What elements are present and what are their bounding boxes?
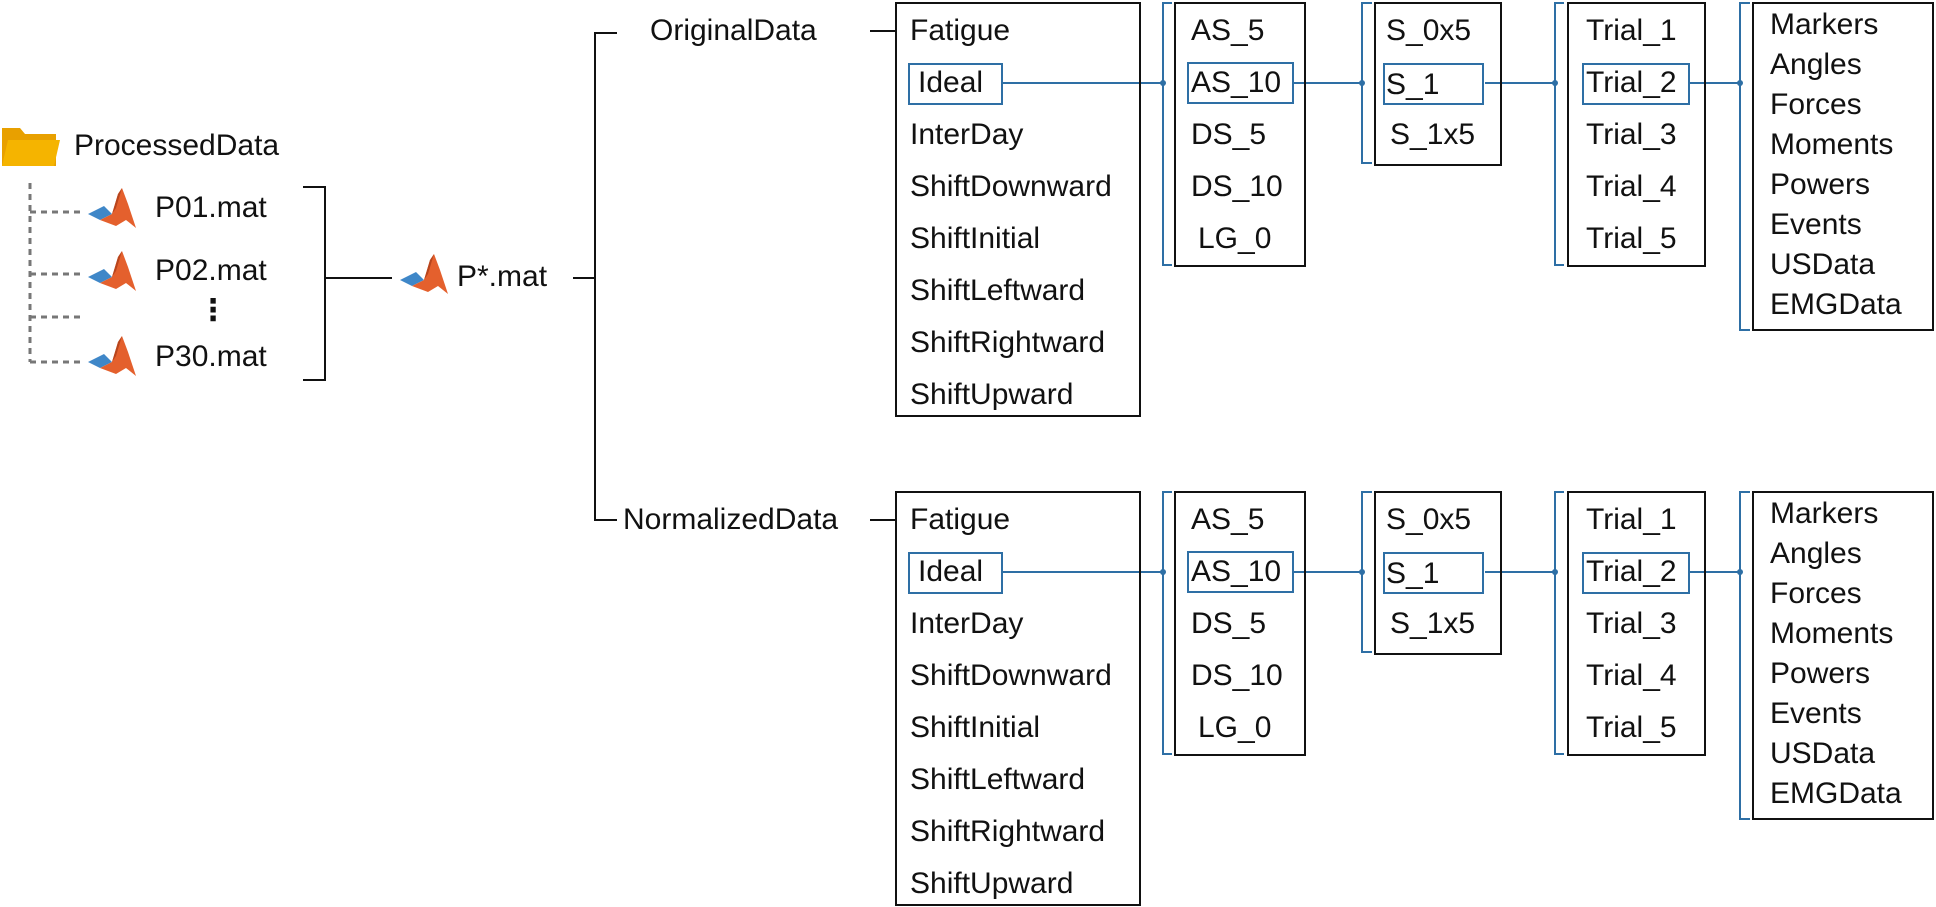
condition-item: ShiftDownward bbox=[910, 170, 1112, 203]
task-item: DS_10 bbox=[1191, 170, 1283, 203]
tasks-box-original bbox=[1174, 2, 1306, 267]
datatype-item: Moments bbox=[1770, 128, 1894, 161]
condition-item: InterDay bbox=[910, 118, 1024, 151]
file-item: P01.mat bbox=[155, 191, 267, 224]
datatypes-box-original bbox=[1752, 2, 1934, 331]
trial-item: Trial_2 bbox=[1586, 555, 1677, 588]
datatype-item: Markers bbox=[1770, 8, 1879, 41]
matlab-logo-icon bbox=[400, 254, 448, 294]
datatype-item: Forces bbox=[1770, 577, 1862, 610]
speed-highlight bbox=[1383, 552, 1484, 594]
speed-item: S_1x5 bbox=[1390, 118, 1476, 151]
file-item: P02.mat bbox=[155, 254, 267, 287]
matlab-logo-icon bbox=[88, 188, 136, 228]
condition-item: ShiftRightward bbox=[910, 326, 1106, 359]
datatype-item: Powers bbox=[1770, 168, 1871, 201]
condition-item: ShiftRightward bbox=[910, 815, 1106, 848]
condition-highlight bbox=[908, 552, 1003, 594]
trials-box-normalized bbox=[1567, 491, 1706, 756]
datatype-item: Forces bbox=[1770, 88, 1862, 121]
task-item: DS_5 bbox=[1191, 118, 1267, 151]
speed-highlight bbox=[1383, 63, 1484, 105]
trial-item: Trial_5 bbox=[1586, 711, 1677, 744]
datatype-item: Angles bbox=[1770, 48, 1862, 81]
speeds-box-normalized bbox=[1374, 491, 1502, 655]
speed-item: S_1 bbox=[1386, 557, 1440, 590]
condition-item: Ideal bbox=[918, 66, 984, 99]
datatype-item: Angles bbox=[1770, 537, 1862, 570]
datatype-item: Events bbox=[1770, 697, 1862, 730]
datatype-item: USData bbox=[1770, 248, 1876, 281]
datatype-item: EMGData bbox=[1770, 777, 1902, 810]
condition-item: Fatigue bbox=[910, 14, 1011, 47]
task-item: AS_10 bbox=[1191, 66, 1282, 99]
condition-item: Fatigue bbox=[910, 503, 1011, 536]
condition-item: ShiftInitial bbox=[910, 711, 1041, 744]
task-item: LG_0 bbox=[1198, 222, 1272, 255]
task-item: DS_5 bbox=[1191, 607, 1267, 640]
trial-item: Trial_1 bbox=[1586, 14, 1677, 47]
trial-item: Trial_5 bbox=[1586, 222, 1677, 255]
datatype-item: Powers bbox=[1770, 657, 1871, 690]
root-folder-label: ProcessedData bbox=[74, 129, 280, 162]
vertical-ellipsis: ⋮ bbox=[198, 294, 228, 327]
merged-file-label: P*.mat bbox=[457, 260, 548, 293]
datatype-item: Markers bbox=[1770, 497, 1879, 530]
matlab-logo-icon bbox=[88, 336, 136, 376]
datatype-item: Moments bbox=[1770, 617, 1894, 650]
trials-box-original bbox=[1567, 2, 1706, 267]
condition-item: ShiftLeftward bbox=[910, 763, 1086, 796]
speed-item: S_1x5 bbox=[1390, 607, 1476, 640]
task-highlight bbox=[1187, 62, 1294, 104]
task-highlight bbox=[1187, 551, 1294, 593]
datatypes-box-normalized bbox=[1752, 491, 1934, 820]
file-item: P30.mat bbox=[155, 340, 267, 373]
matlab-logo-icon bbox=[88, 251, 136, 291]
task-item: AS_10 bbox=[1191, 555, 1282, 588]
datatype-item: EMGData bbox=[1770, 288, 1902, 321]
conditions-box-normalized bbox=[895, 491, 1141, 906]
datatype-item: Events bbox=[1770, 208, 1862, 241]
speed-item: S_0x5 bbox=[1386, 14, 1472, 47]
condition-item: InterDay bbox=[910, 607, 1024, 640]
speed-item: S_0x5 bbox=[1386, 503, 1472, 536]
datatype-item: USData bbox=[1770, 737, 1876, 770]
trial-item: Trial_3 bbox=[1586, 118, 1677, 151]
trial-highlight bbox=[1582, 552, 1690, 594]
trial-item: Trial_2 bbox=[1586, 66, 1677, 99]
condition-item: ShiftUpward bbox=[910, 378, 1074, 411]
branch-normalized-label: NormalizedData bbox=[623, 503, 839, 536]
trial-item: Trial_3 bbox=[1586, 607, 1677, 640]
condition-highlight bbox=[908, 63, 1003, 105]
trial-item: Trial_1 bbox=[1586, 503, 1677, 536]
branch-original-label: OriginalData bbox=[650, 14, 817, 47]
folder-icon bbox=[2, 128, 60, 166]
condition-item: ShiftLeftward bbox=[910, 274, 1086, 307]
task-item: LG_0 bbox=[1198, 711, 1272, 744]
condition-item: ShiftInitial bbox=[910, 222, 1041, 255]
condition-item: Ideal bbox=[918, 555, 984, 588]
condition-item: ShiftDownward bbox=[910, 659, 1112, 692]
trial-highlight bbox=[1582, 63, 1690, 105]
speed-item: S_1 bbox=[1386, 68, 1440, 101]
condition-item: ShiftUpward bbox=[910, 867, 1074, 900]
trial-item: Trial_4 bbox=[1586, 659, 1677, 692]
trial-item: Trial_4 bbox=[1586, 170, 1677, 203]
task-item: DS_10 bbox=[1191, 659, 1283, 692]
conditions-box-original bbox=[895, 2, 1141, 417]
speeds-box-original bbox=[1374, 2, 1502, 166]
task-item: AS_5 bbox=[1191, 14, 1265, 47]
task-item: AS_5 bbox=[1191, 503, 1265, 536]
tasks-box-normalized bbox=[1174, 491, 1306, 756]
